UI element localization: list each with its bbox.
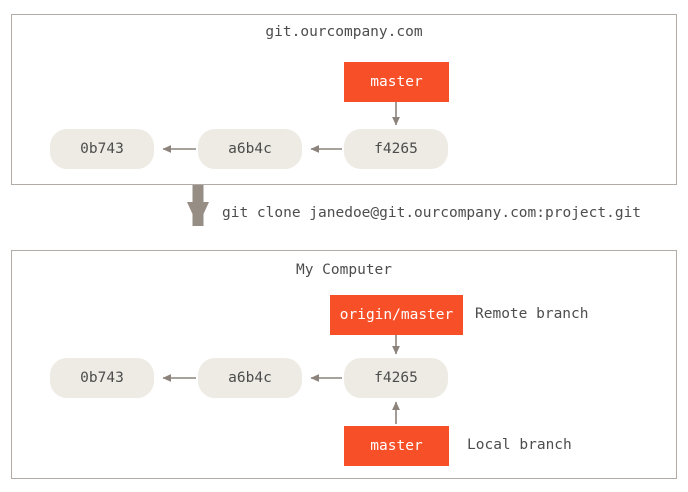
branch-box-master-local: master xyxy=(344,426,449,466)
commit-node-0b743-local: 0b743 xyxy=(50,358,154,398)
commit-node-f4265-local: f4265 xyxy=(344,358,448,398)
annotation-local-branch: Local branch xyxy=(467,437,572,453)
remote-server-title: git.ourcompany.com xyxy=(265,24,423,40)
branch-box-origin-master: origin/master xyxy=(330,295,463,335)
clone-command-caption: git clone janedoe@git.ourcompany.com:pro… xyxy=(222,205,642,221)
local-computer-title: My Computer xyxy=(295,262,393,278)
commit-node-f4265-remote: f4265 xyxy=(344,129,448,169)
commit-node-0b743-remote: 0b743 xyxy=(50,129,154,169)
annotation-remote-branch: Remote branch xyxy=(475,306,589,322)
commit-node-a6b4c-local: a6b4c xyxy=(198,358,302,398)
commit-node-a6b4c-remote: a6b4c xyxy=(198,129,302,169)
branch-box-master-remote: master xyxy=(344,62,449,102)
